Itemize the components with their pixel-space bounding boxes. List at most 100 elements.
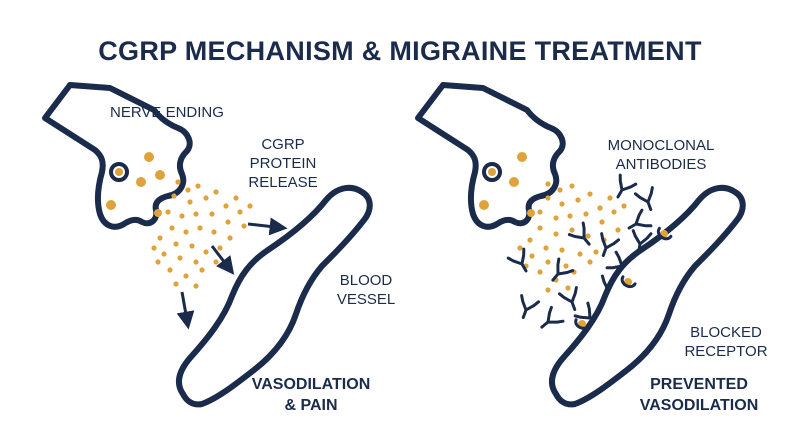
cgrp-particle <box>583 211 589 217</box>
antibody-icon <box>557 286 578 312</box>
vasodilation-pain-label: VASODILATION & PAIN <box>246 374 376 416</box>
cgrp-particle <box>189 243 195 249</box>
cgrp-particle <box>607 195 613 201</box>
cgrp-particle <box>167 267 173 273</box>
antibody-icon <box>520 294 541 320</box>
cgrp-particle <box>517 245 523 251</box>
cgrp-release-label: CGRP PROTEIN RELEASE <box>238 135 328 192</box>
arrow-icon <box>176 291 195 330</box>
cgrp-particle <box>155 259 161 265</box>
cgrp-particle <box>593 249 599 255</box>
cgrp-particle <box>175 179 181 185</box>
cgrp-particle <box>157 235 163 241</box>
antibody-line: MONOCLONAL <box>607 137 715 154</box>
cgrp-particle <box>557 187 563 193</box>
cgrp-particle <box>227 235 233 241</box>
cgrp-particle <box>177 255 183 261</box>
cgrp-particle <box>569 183 575 189</box>
vesicle-icon <box>527 209 535 217</box>
vesicle-icon <box>144 152 154 162</box>
cgrp-particle <box>165 209 171 215</box>
blood-vessel-right <box>548 184 746 408</box>
antibody-icon <box>600 232 621 258</box>
cgrp-particle <box>545 259 551 265</box>
receptor-line: BLOCKED <box>690 324 762 341</box>
outcome-line: VASODILATION <box>639 397 759 414</box>
antibody-line: ANTIBODIES <box>615 156 707 173</box>
cgrp-particle <box>537 269 543 275</box>
blocked-receptor-icon <box>620 275 637 289</box>
cgrp-particle <box>565 285 571 291</box>
cgrp-particle <box>209 211 215 217</box>
cgrp-particle <box>193 259 199 265</box>
cgrp-particle <box>553 231 559 237</box>
blocked-receptors <box>574 226 673 330</box>
blocked-receptor-icon <box>656 226 673 241</box>
vesicle-icon <box>136 177 146 187</box>
cgrp-particle <box>197 225 203 231</box>
cgrp-particle <box>183 229 189 235</box>
arrow-icon <box>210 245 235 275</box>
cgrp-particle <box>187 199 193 205</box>
cgrp-particle <box>563 263 569 269</box>
cgrp-particle <box>169 225 175 231</box>
cgrp-particle <box>543 245 549 251</box>
cgrp-particle <box>233 195 239 201</box>
vesicle-icon <box>517 152 527 162</box>
cgrp-particle <box>217 245 223 251</box>
vesicle-icon <box>109 162 129 182</box>
monoclonal-antibodies-label: MONOCLONAL ANTIBODIES <box>606 136 716 174</box>
cgrp-particle <box>537 209 543 215</box>
cgrp-particle <box>173 281 179 287</box>
receptor-line: RECEPTOR <box>684 343 768 360</box>
antibody-icon <box>567 221 591 246</box>
cgrp-particle <box>545 195 551 201</box>
left-panel <box>42 82 373 408</box>
cgrp-particle <box>615 227 621 233</box>
nerve-ending-label: NERVE ENDING <box>110 104 224 121</box>
antibody-icon <box>506 247 528 273</box>
cgrp-particle <box>597 205 603 211</box>
cgrp-release-line: RELEASE <box>248 174 318 191</box>
cgrp-particle <box>569 227 575 233</box>
cgrp-particle <box>545 287 551 293</box>
blocked-receptor-label: BLOCKED RECEPTOR <box>676 323 776 361</box>
cgrp-particle <box>223 203 229 209</box>
vesicle-icon <box>509 177 519 187</box>
cgrp-particle <box>179 213 185 219</box>
blood-vessel-left <box>175 184 373 408</box>
vesicle-icon <box>482 162 502 182</box>
cgrp-particle <box>151 245 157 251</box>
cgrp-particle <box>577 251 583 257</box>
cgrp-particle <box>611 209 617 215</box>
cgrp-particle <box>193 283 199 289</box>
antibody-icon <box>540 305 565 329</box>
blood-vessel-label: BLOOD VESSEL <box>326 271 406 309</box>
cgrp-particle <box>171 193 177 199</box>
vesicle-icon <box>479 200 489 210</box>
vesicle-icon <box>154 209 162 217</box>
cgrp-particle <box>173 241 179 247</box>
cgrp-particles-left <box>151 179 253 289</box>
arrow-icon <box>247 217 288 236</box>
vesicle-icon <box>115 168 123 176</box>
cgrp-particle <box>559 201 565 207</box>
blood-vessel-line: BLOOD <box>339 272 393 289</box>
cgrp-particle <box>161 251 167 257</box>
cgrp-particle <box>213 259 219 265</box>
antibodies-group <box>506 173 654 329</box>
cgrp-particle <box>599 219 605 225</box>
cgrp-particle <box>247 203 253 209</box>
cgrp-particle <box>193 211 199 217</box>
vesicle-icon <box>488 168 496 176</box>
outcome-line: VASODILATION <box>251 376 371 393</box>
cgrp-particle <box>529 253 535 259</box>
antibody-icon <box>627 208 653 230</box>
vesicle-icon <box>106 200 116 210</box>
cgrp-particle <box>199 267 205 273</box>
cgrp-particle <box>537 225 543 231</box>
right-panel <box>415 82 746 408</box>
cgrp-particle <box>567 213 573 219</box>
antibody-icon <box>616 173 638 199</box>
